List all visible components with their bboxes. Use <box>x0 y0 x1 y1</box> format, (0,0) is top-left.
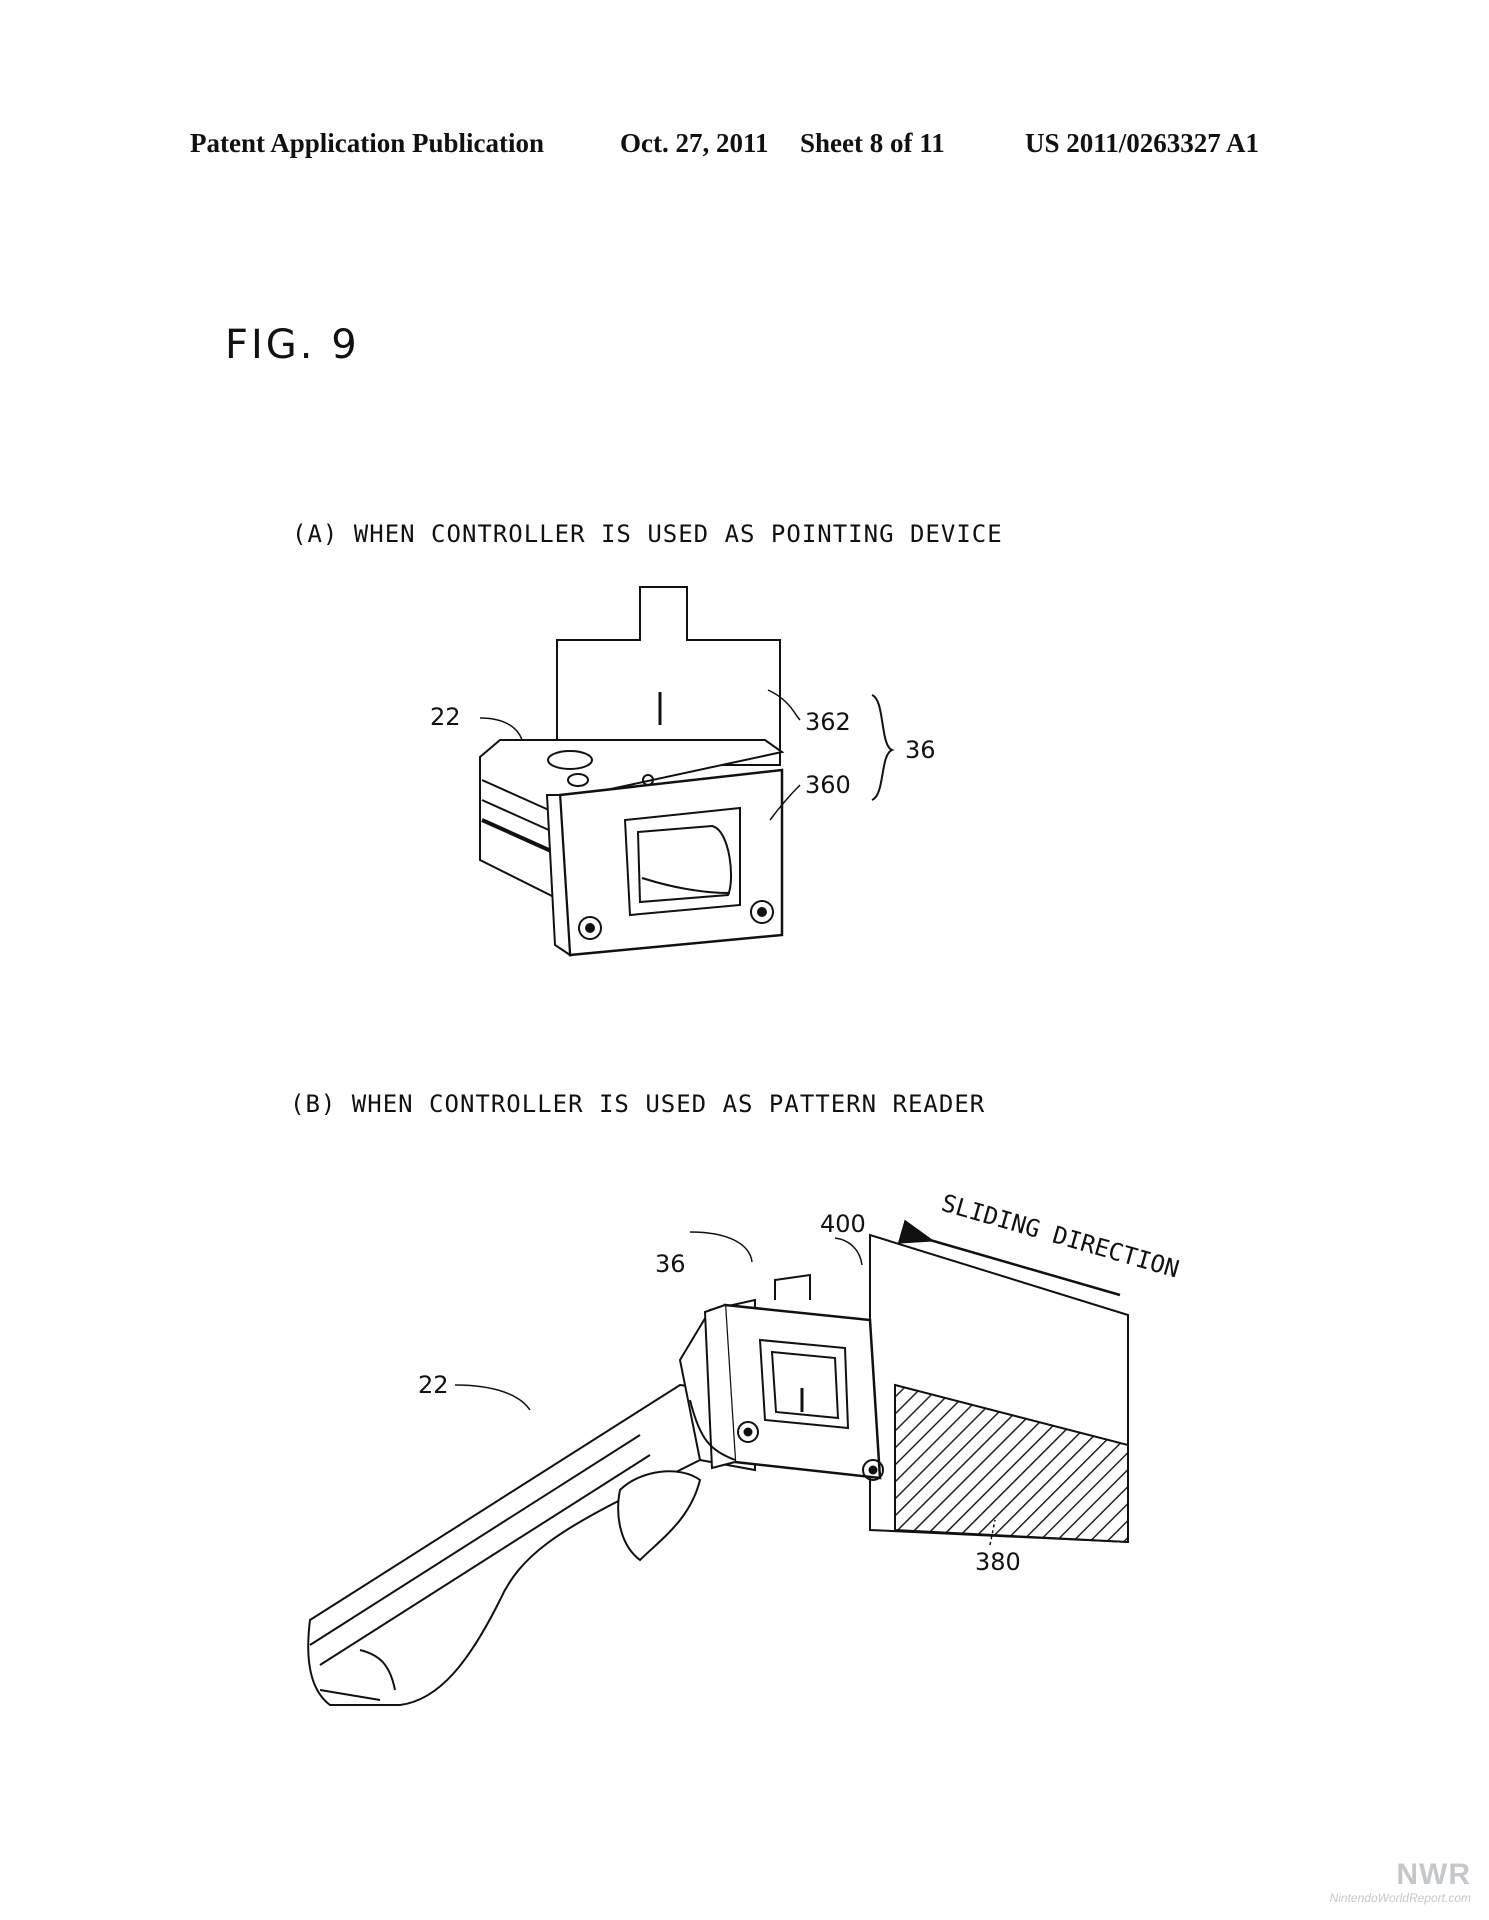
frame-screw-left <box>578 916 602 940</box>
panel-b-drawing <box>307 1219 1129 1706</box>
attachment-screw-right <box>862 1459 884 1481</box>
label-b-card-400: 400 <box>820 1210 866 1238</box>
cover-362-shape <box>556 586 781 766</box>
panel-a-caption: (A) WHEN CONTROLLER IS USED AS POINTING … <box>292 520 1003 548</box>
frame-360-window <box>623 806 741 917</box>
watermark-logo: NWR <box>1396 1858 1471 1891</box>
frame-screw-right <box>750 900 774 924</box>
patent-number: US 2011/0263327 A1 <box>1025 128 1260 158</box>
sheet-number: Sheet 8 of 11 <box>800 128 945 158</box>
figure-title: FIG. 9 <box>225 322 360 368</box>
publication-date: Oct. 27, 2011 <box>620 128 769 158</box>
pattern-380 <box>894 1383 1129 1544</box>
controller-22-gun-body <box>307 1383 721 1706</box>
attachment-screw-left <box>737 1421 759 1443</box>
label-a-controller-22: 22 <box>430 703 461 731</box>
attachment-36-window <box>758 1338 850 1430</box>
controller-grip <box>617 1470 702 1562</box>
panel-b-caption: (B) WHEN CONTROLLER IS USED AS PATTERN R… <box>290 1090 986 1118</box>
panel-a-drawing <box>479 586 895 957</box>
label-a-cover-362: 362 <box>805 708 851 736</box>
label-a-attachment-36: 36 <box>905 736 936 764</box>
label-a-frame-360: 360 <box>805 771 851 799</box>
watermark-site: NintendoWorldReport.com <box>1329 1891 1471 1905</box>
watermark: NWR NintendoWorldReport.com <box>1329 1858 1471 1905</box>
label-b-attachment-36: 36 <box>655 1250 686 1278</box>
label-b-pattern-380: 380 <box>975 1548 1021 1576</box>
publication-type: Patent Application Publication <box>190 128 545 158</box>
label-b-controller-22: 22 <box>418 1371 449 1399</box>
page-header: Patent Application Publication Oct. 27, … <box>0 128 1489 168</box>
